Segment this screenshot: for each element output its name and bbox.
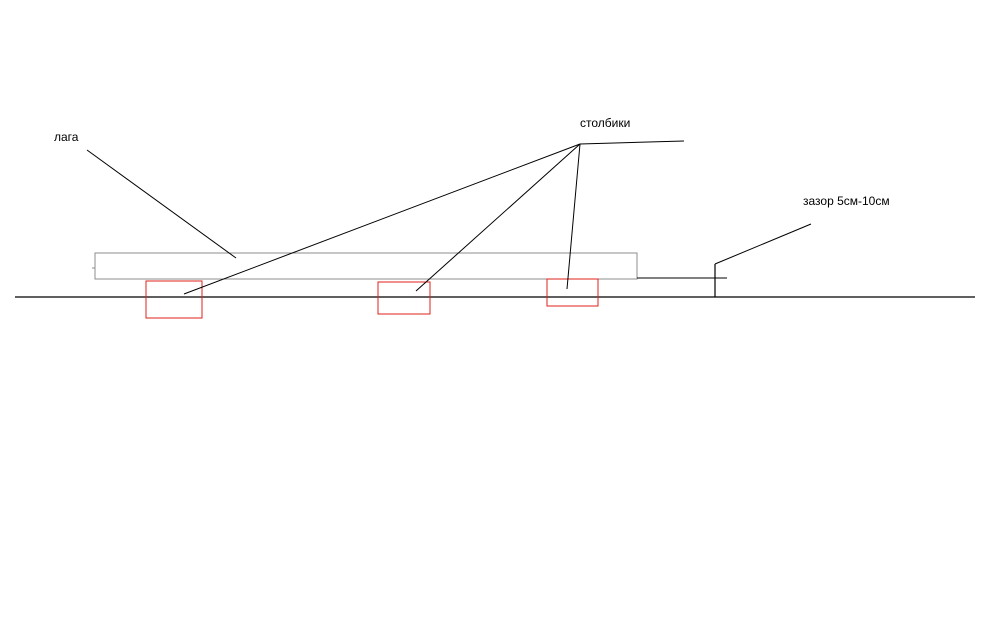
posts-leader-left bbox=[183, 143, 581, 295]
posts-label: столбики bbox=[580, 116, 630, 130]
beam-lag bbox=[94, 252, 638, 280]
gap-leader-line bbox=[714, 223, 812, 265]
beam-label: лага bbox=[54, 130, 79, 144]
posts-leader-middle bbox=[415, 143, 581, 292]
post-left bbox=[145, 280, 203, 319]
post-middle bbox=[377, 281, 431, 315]
beam-leader-line bbox=[86, 149, 237, 259]
posts-leader-underline bbox=[579, 140, 685, 145]
post-right bbox=[546, 278, 599, 307]
posts-leader-right bbox=[566, 143, 581, 290]
gap-label: зазор 5см-10см bbox=[803, 194, 890, 208]
